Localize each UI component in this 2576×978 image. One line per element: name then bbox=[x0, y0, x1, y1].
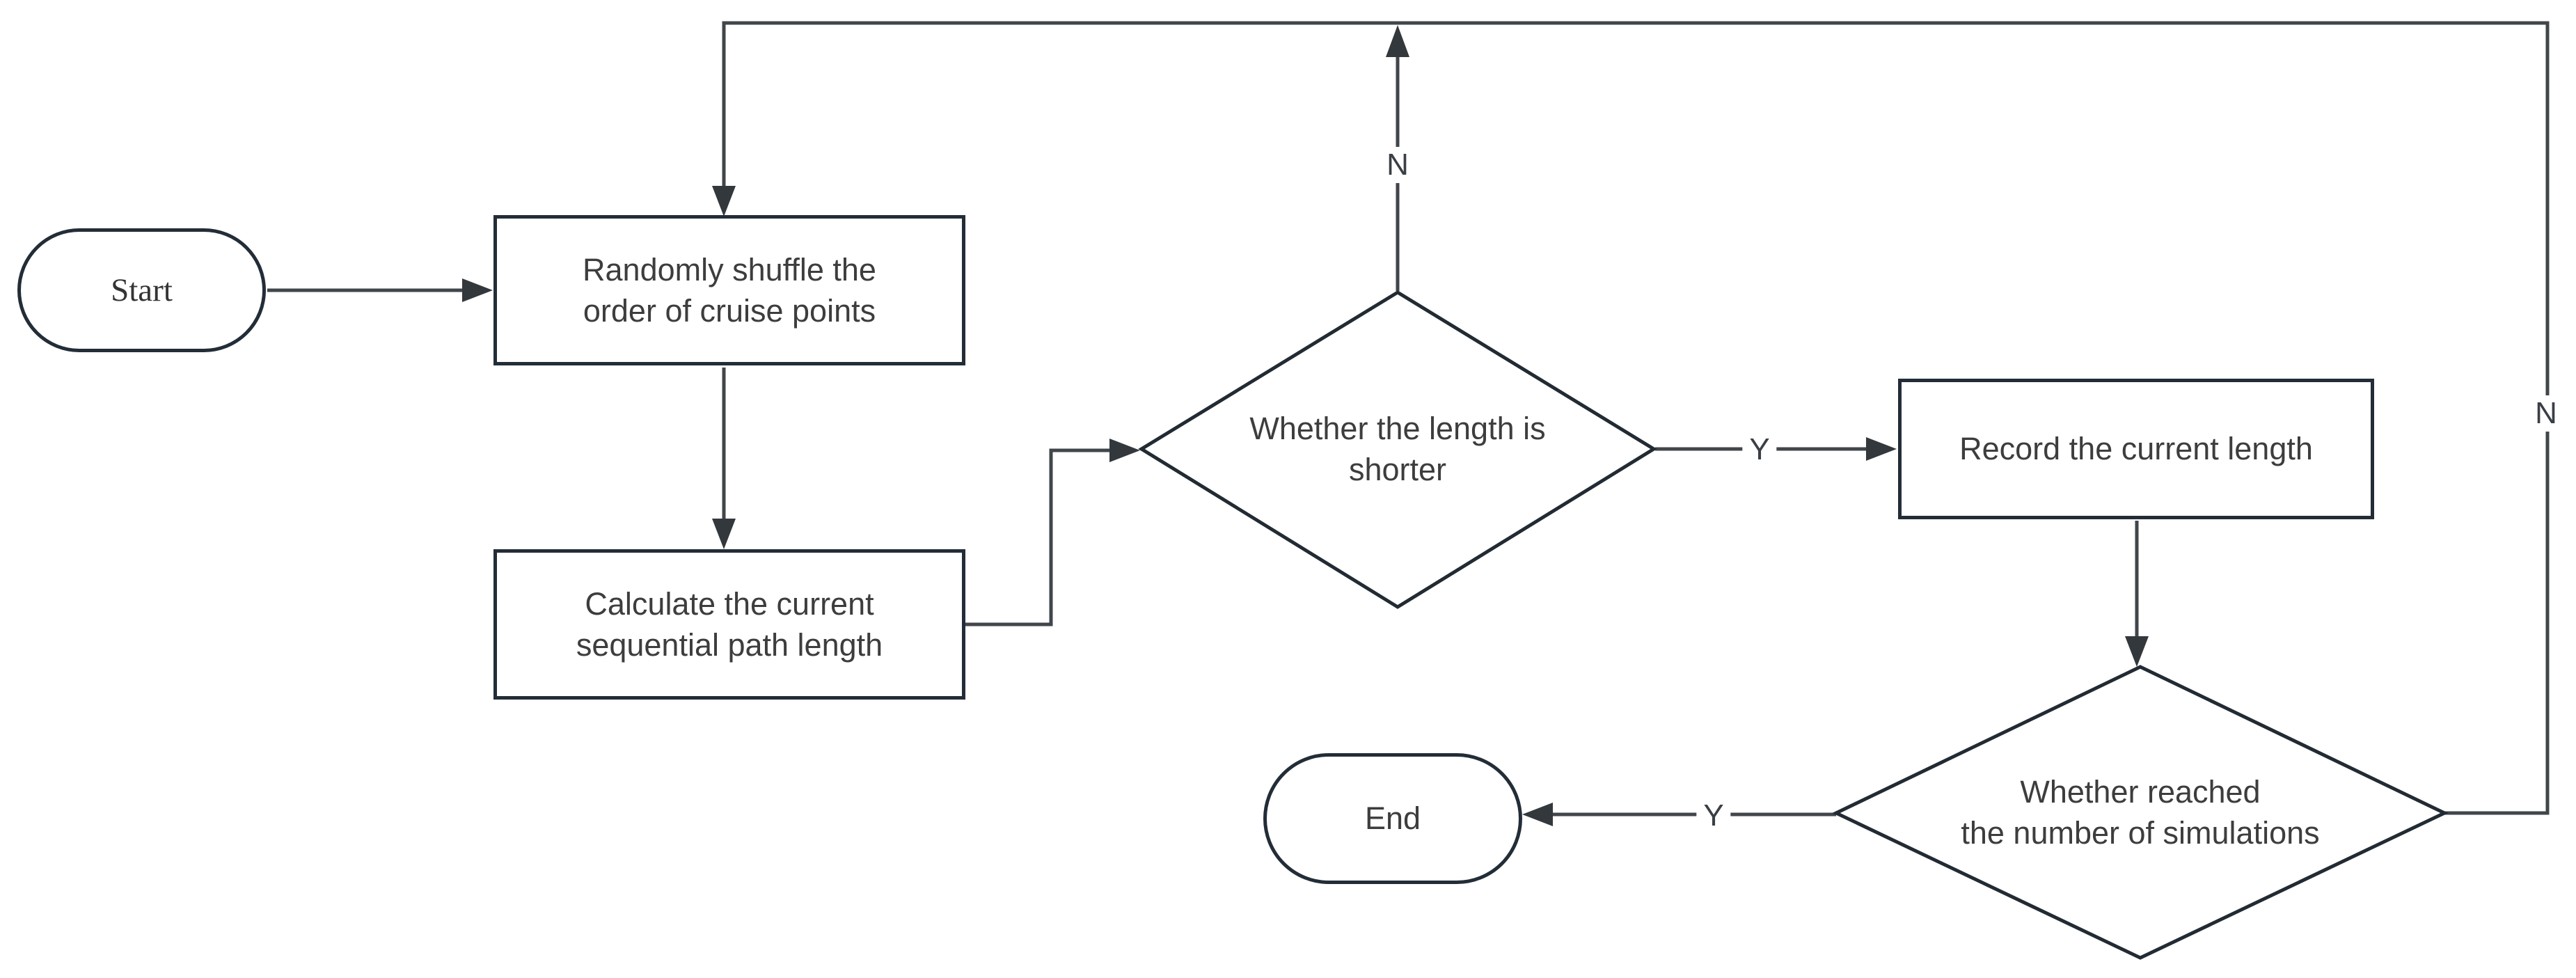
edge-reached-no-line bbox=[722, 21, 2550, 815]
edge-shorter-no-arrowhead bbox=[1386, 25, 1409, 57]
edge-label-reached-yes: Y bbox=[1696, 798, 1731, 834]
process-shuffle-label-line1: Randomly shuffle the bbox=[583, 251, 876, 287]
process-calculate-node: Calculate the current sequential path le… bbox=[493, 549, 965, 700]
decision-reached-shape bbox=[1832, 665, 2449, 960]
edge-shorter-yes-arrowhead bbox=[1866, 437, 1897, 461]
decision-shorter-shape bbox=[1138, 290, 1657, 609]
process-record-label: Record the current length bbox=[1959, 431, 2313, 467]
process-record-node: Record the current length bbox=[1898, 379, 2374, 519]
edge-label-shorter-yes: Y bbox=[1742, 432, 1777, 468]
edge-label-reached-no: N bbox=[2528, 395, 2564, 432]
start-node: Start bbox=[17, 228, 266, 352]
edge-calculate-shorter-arrowhead bbox=[1109, 439, 1140, 462]
end-node: End bbox=[1263, 753, 1522, 884]
start-node-label: Start bbox=[111, 271, 173, 308]
edge-reached-yes-arrowhead bbox=[1522, 803, 1553, 826]
edge-calculate-shorter-line bbox=[965, 448, 1130, 626]
process-shuffle-node: Randomly shuffle the order of cruise poi… bbox=[493, 215, 965, 365]
process-shuffle-label-line2: order of cruise points bbox=[583, 293, 876, 329]
edge-label-shorter-no: N bbox=[1380, 147, 1416, 183]
edge-record-reached-arrowhead bbox=[2125, 636, 2149, 667]
process-calculate-label-line2: sequential path length bbox=[576, 627, 883, 663]
edge-start-shuffle-arrowhead bbox=[462, 278, 493, 302]
end-node-label: End bbox=[1364, 800, 1421, 837]
edge-reached-no-arrowhead bbox=[712, 186, 736, 216]
edge-shuffle-calculate-arrowhead bbox=[712, 519, 736, 549]
process-calculate-label-line1: Calculate the current bbox=[585, 585, 874, 622]
